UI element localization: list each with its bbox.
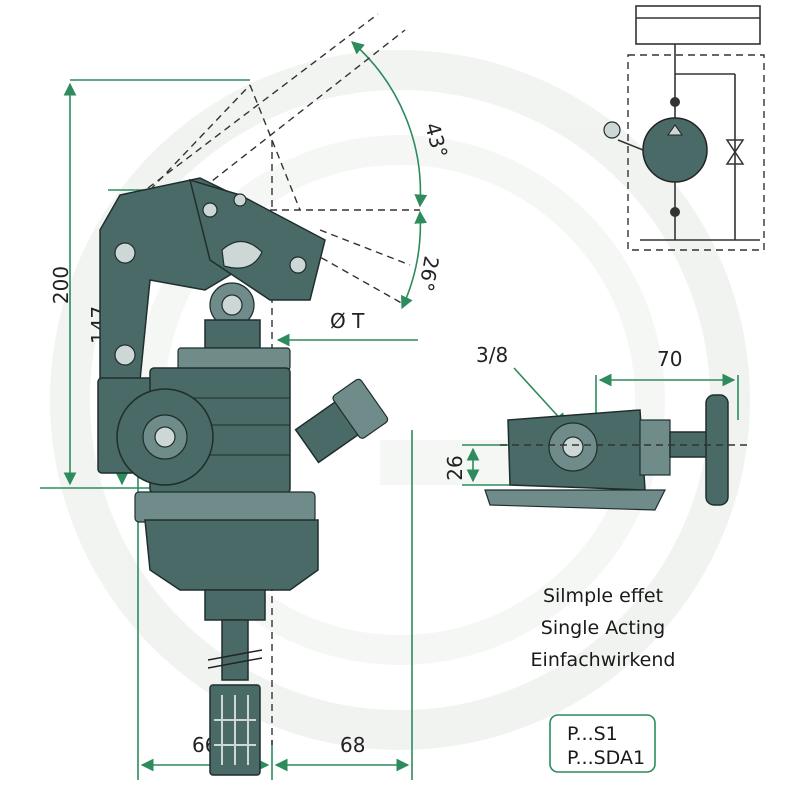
caption-line-de: Einfachwirkend [531, 649, 676, 671]
caption-line-en: Single Acting [541, 617, 665, 639]
dimension-angle-26: 26° [401, 210, 444, 310]
model-box: P...S1 P...SDA1 [549, 714, 656, 773]
diameter-t-label: Ø T [330, 309, 365, 333]
dim-70-label: 70 [657, 347, 682, 371]
hydraulic-schematic [603, 5, 765, 251]
model-code-2: P...SDA1 [567, 747, 645, 769]
model-code-1: P...S1 [567, 723, 618, 745]
dimension-200: 200 [40, 79, 250, 489]
angle-26-label: 26° [414, 254, 444, 293]
port-3-8-label: 3/8 [476, 343, 508, 367]
hand-pump-body [97, 177, 389, 776]
dim-68-label: 68 [340, 733, 365, 757]
dim-200-label: 200 [49, 266, 73, 304]
caption-block: Silmple effet Single Acting Einfachwirke… [531, 585, 676, 671]
caption-line-fr: Silmple effet [543, 585, 663, 607]
side-view: 70 3/8 26 [443, 343, 750, 511]
dimension-diameter-t: Ø T [276, 309, 418, 347]
dim-26-label: 26 [443, 455, 467, 480]
